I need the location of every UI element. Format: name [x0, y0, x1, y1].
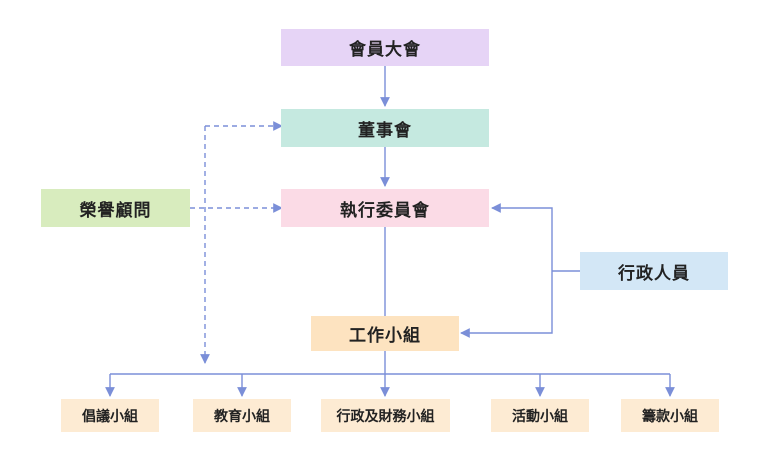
working-groups-box: 工作小組: [311, 316, 459, 351]
honorary-advisors-label: 榮譽顧問: [79, 200, 152, 221]
executive-committee-box: 執行委員會: [281, 189, 489, 227]
executive-committee-label: 執行委員會: [340, 200, 430, 221]
admin-staff-box: 行政人員: [580, 252, 728, 290]
group-label-education: 教育小組: [214, 408, 270, 425]
general-assembly-label: 會員大會: [349, 40, 421, 60]
working-groups-label: 工作小組: [349, 326, 421, 346]
board-label: 董事會: [358, 120, 412, 141]
group-label-advocacy: 倡議小組: [82, 408, 138, 425]
general-assembly-box: 會員大會: [281, 29, 489, 66]
admin-staff-label: 行政人員: [618, 263, 690, 284]
board-box: 董事會: [281, 109, 489, 147]
group-box-education: 教育小組: [193, 399, 291, 432]
group-box-admin-finance: 行政及財務小組: [321, 399, 450, 432]
group-label-fundraising: 籌款小組: [642, 408, 698, 425]
group-label-activities: 活動小組: [512, 408, 568, 425]
group-box-activities: 活動小組: [491, 399, 589, 432]
connector-admin-working: [460, 271, 553, 338]
connector-admin-executive: [491, 203, 553, 271]
group-label-admin-finance: 行政及財務小組: [336, 408, 435, 425]
honorary-advisors-box: 榮譽顧問: [41, 189, 190, 227]
group-box-advocacy: 倡議小組: [61, 399, 159, 432]
group-box-fundraising: 籌款小組: [621, 399, 719, 432]
